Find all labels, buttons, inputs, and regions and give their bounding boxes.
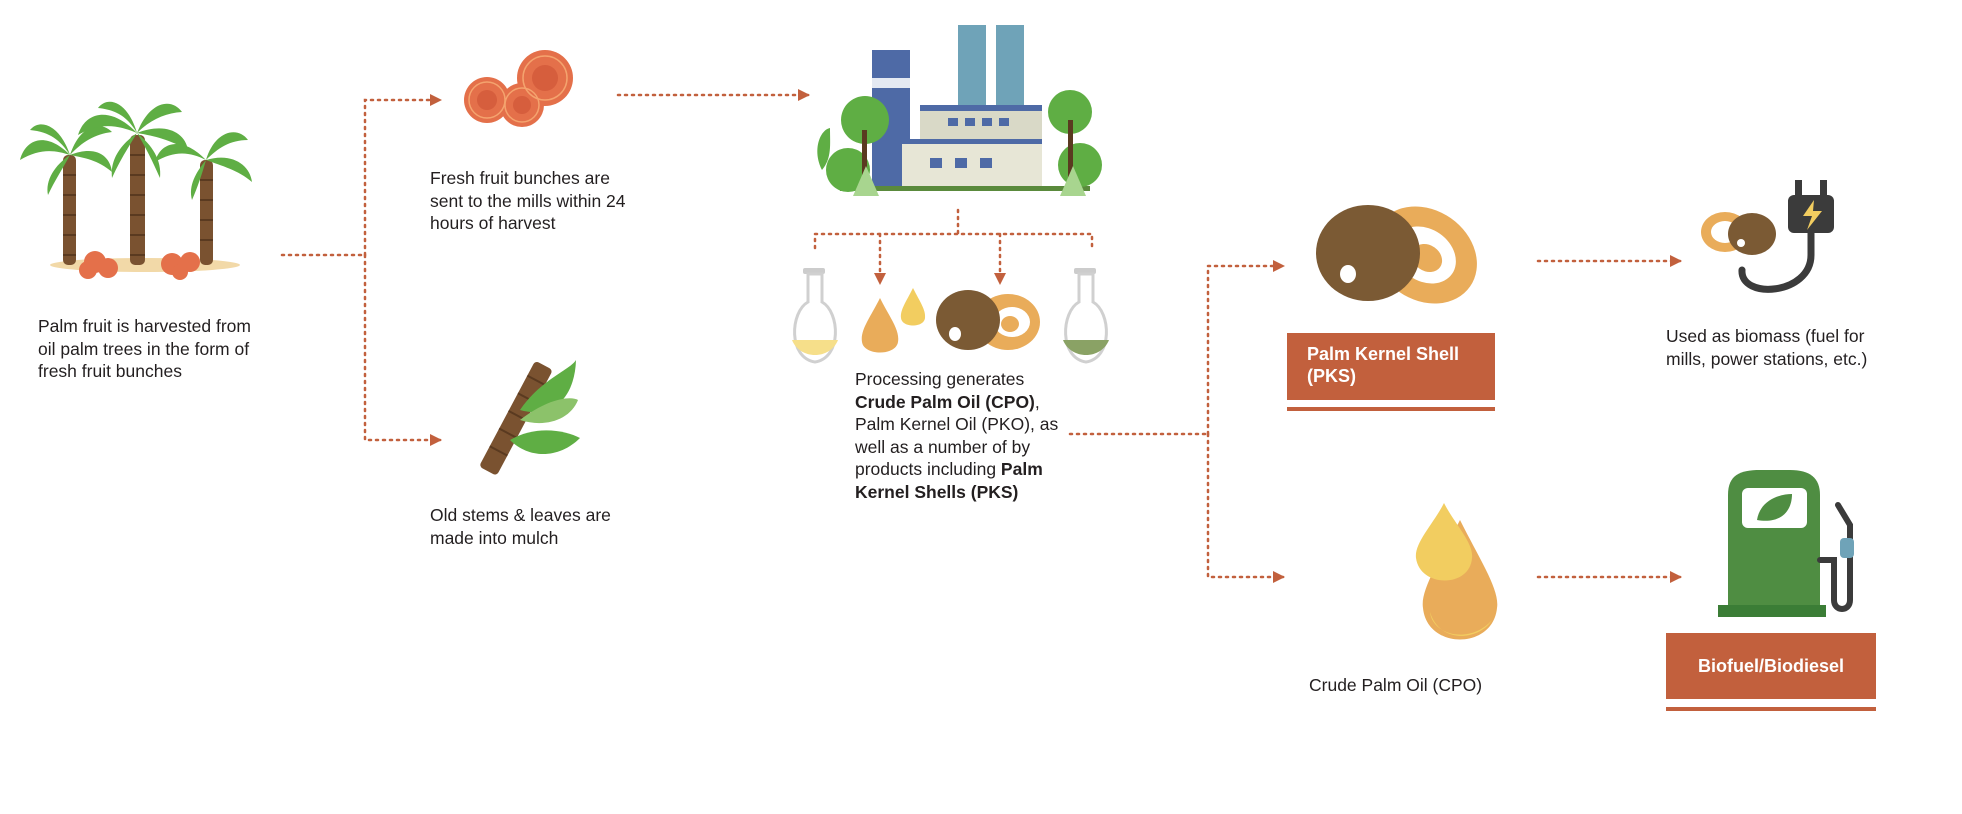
pks-label: Palm Kernel Shell (PKS) — [1287, 333, 1495, 400]
connector-to-mulch — [363, 253, 442, 446]
processing-text-pks: Palm Kernel Shells (PKS) — [855, 459, 1043, 502]
harvest-description: Palm fruit is harvested from oil palm tr… — [38, 316, 251, 381]
processing-text-pre: Processing generates — [855, 369, 1025, 389]
processing-text-mid: , Palm Kernel Oil (PKO), as well as a nu… — [855, 391, 1059, 480]
flask-icon — [792, 268, 838, 364]
connector-to-pks — [1206, 260, 1285, 436]
fresh-fruit-description: Fresh fruit bunches are sent to the mill… — [430, 168, 626, 233]
connector-mill-outputs — [813, 208, 1094, 250]
oil-drop-icon — [861, 298, 899, 353]
processing-text-cpo: Crude Palm Oil (CPO) — [855, 391, 1035, 412]
pks-label-underline — [1287, 407, 1495, 411]
flask-icon — [1063, 268, 1109, 364]
mulch-description: Old stems & leaves are made into mulch — [430, 505, 611, 548]
cpo-caption: Crude Palm Oil (CPO) — [1309, 675, 1483, 695]
biomass-description: Used as biomass (fuel for mills, power s… — [1666, 326, 1868, 369]
biofuel-label-underline — [1666, 707, 1876, 711]
biofuel-label: Biofuel/Biodiesel — [1666, 633, 1876, 699]
connector-to-cpo — [1206, 432, 1285, 583]
connector-to-fresh-fruit — [363, 94, 442, 257]
processing-description: Processing generates Crude Palm Oil (CPO… — [855, 368, 1075, 503]
